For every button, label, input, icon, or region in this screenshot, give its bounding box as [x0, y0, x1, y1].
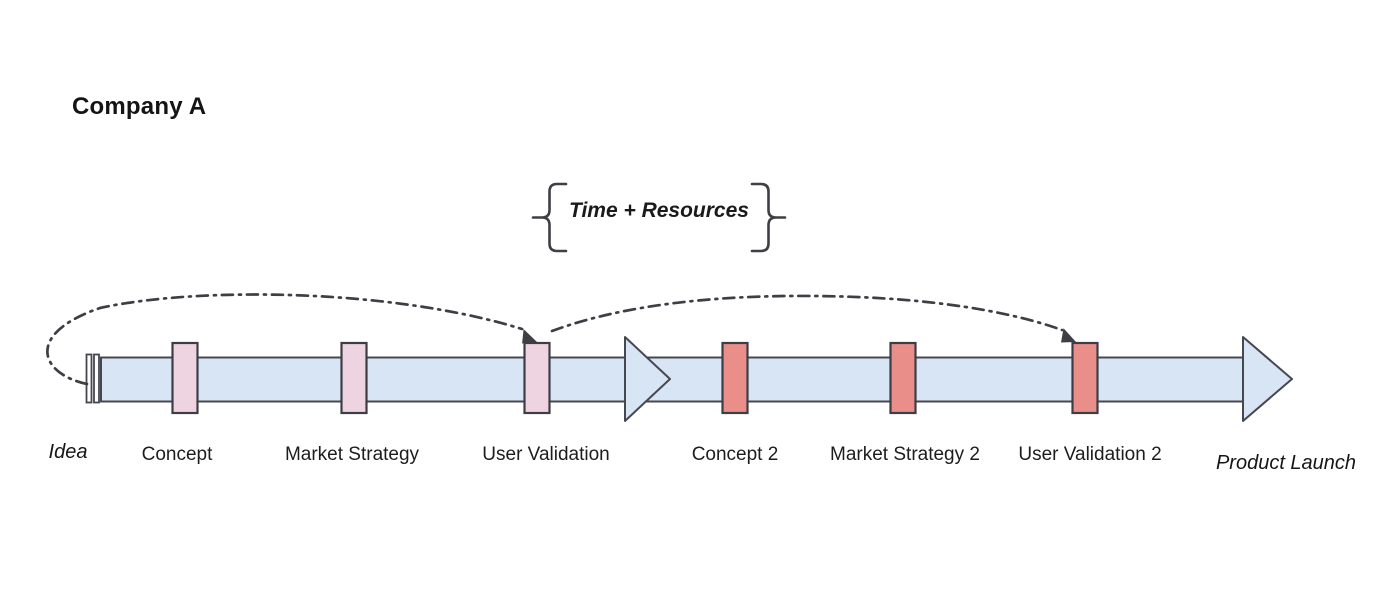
label-idea: Idea [48, 441, 88, 463]
idea-start-bar-2 [93, 353, 100, 404]
right-brace [750, 182, 787, 253]
iteration-arc-2 [550, 294, 1064, 333]
label-market-strategy-2: Market Strategy 2 [830, 444, 980, 465]
marker-concept [171, 341, 199, 415]
label-concept: Concept [141, 444, 213, 465]
idea-start-bar-1 [85, 353, 93, 404]
iteration-arc-2-arrowhead [1061, 328, 1076, 343]
iteration-arc-1 [46, 293, 524, 386]
label-product-launch: Product Launch [1215, 452, 1357, 474]
label-market-strategy: Market Strategy [284, 444, 420, 465]
end-arrowhead [1242, 336, 1293, 422]
marker-user-validation [523, 341, 551, 415]
iteration-arc-1-arrowhead [522, 329, 537, 344]
page-title: Company A [72, 93, 207, 120]
timeline-arrow-shaft [100, 356, 1244, 403]
label-user-validation-2: User Validation 2 [1018, 444, 1162, 465]
label-user-validation: User Validation [482, 444, 610, 465]
marker-user-validation-2 [1071, 341, 1099, 415]
marker-concept-2 [721, 341, 749, 415]
mid-arrowhead [624, 336, 671, 422]
left-brace [531, 182, 568, 253]
marker-market-strategy-2 [889, 341, 917, 415]
label-concept-2: Concept 2 [691, 444, 779, 465]
time-resources-label: Time + Resources [569, 199, 749, 222]
marker-market-strategy [340, 341, 368, 415]
